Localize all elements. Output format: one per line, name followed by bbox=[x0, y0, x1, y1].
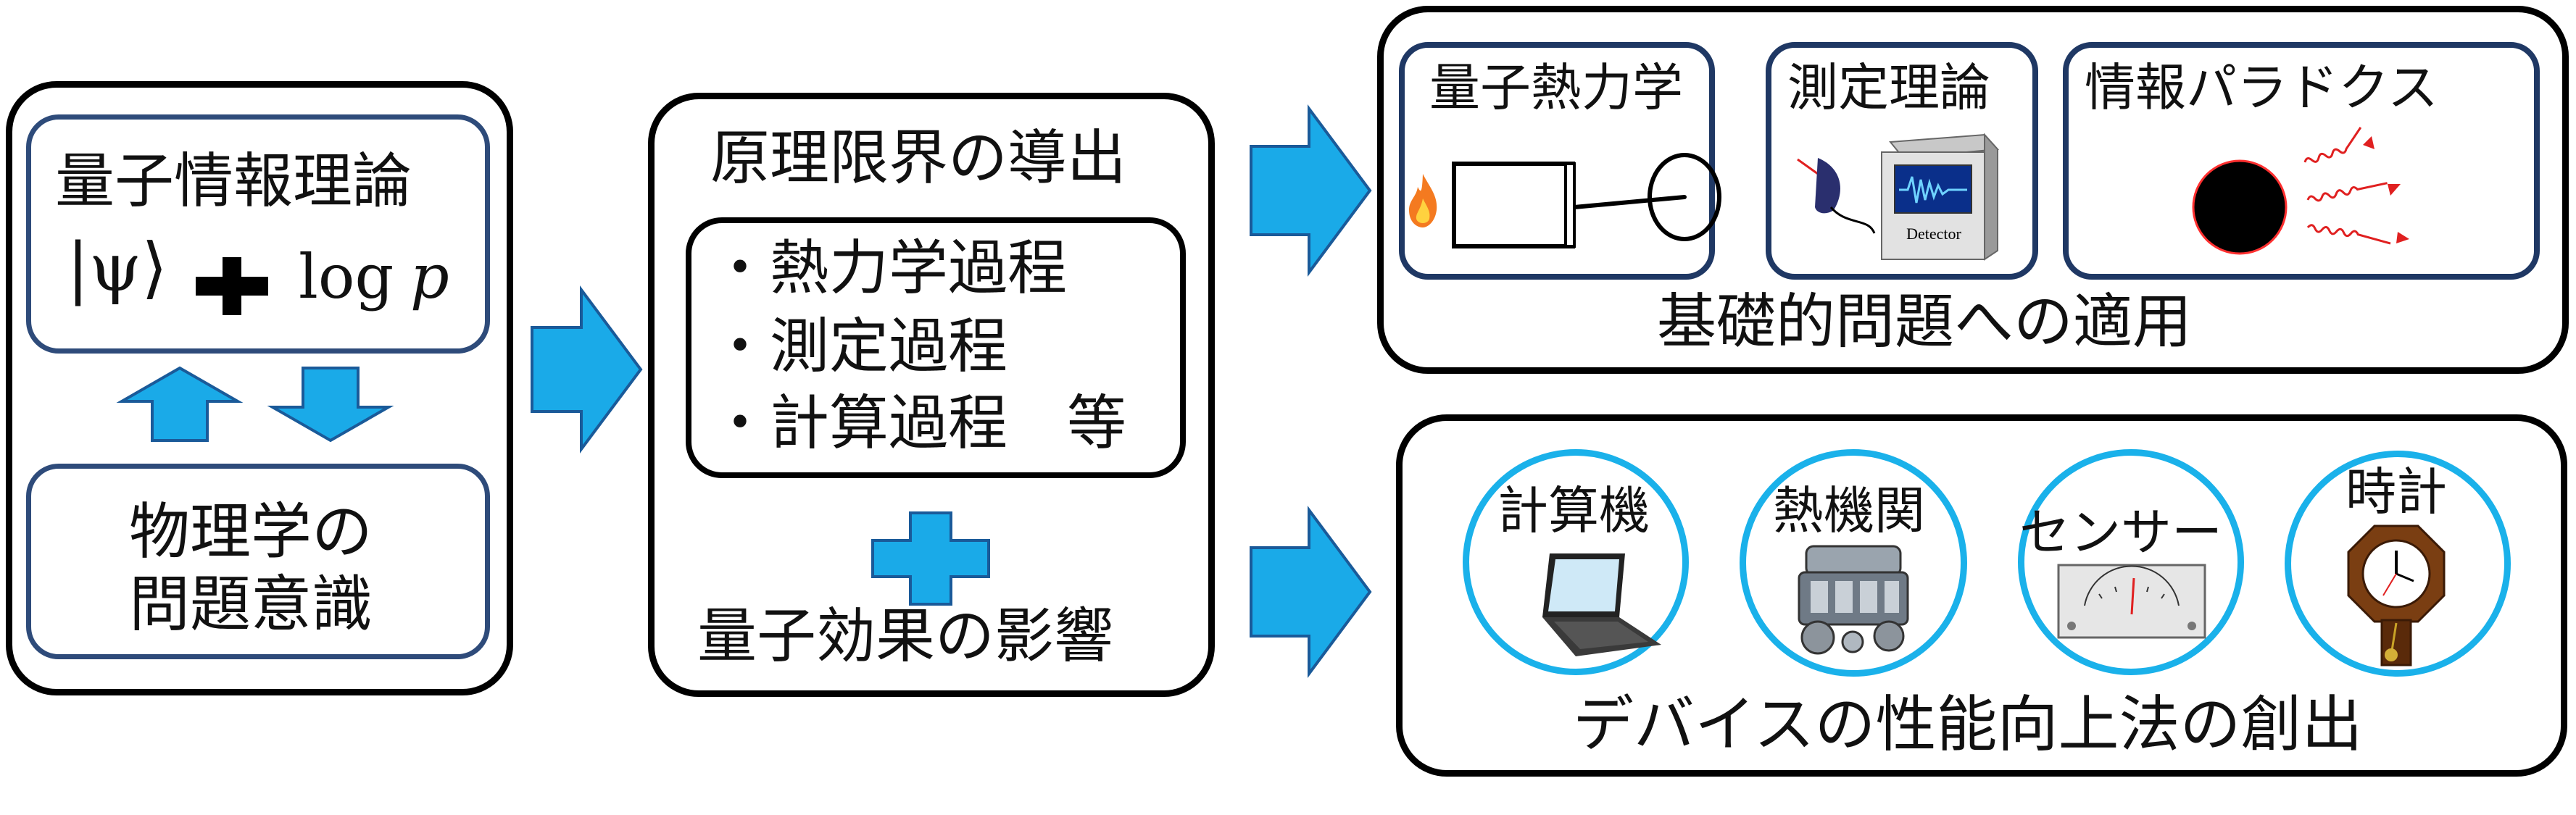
arrow-to-top-right bbox=[1250, 104, 1372, 277]
log-formula: log bbox=[299, 241, 394, 312]
info-paradox-title: 情報パラドクス bbox=[2085, 58, 2438, 117]
arrow-to-bottom-right bbox=[1250, 505, 1372, 679]
process-list-box bbox=[686, 217, 1186, 478]
quantum-info-theory-box bbox=[26, 114, 490, 354]
gauge-icon bbox=[2057, 564, 2206, 639]
p-formula: p bbox=[410, 241, 449, 312]
antenna-icon bbox=[1797, 158, 1876, 234]
physics-issues-line1: 物理学の bbox=[129, 496, 373, 567]
physics-issues-box bbox=[26, 464, 490, 659]
quantum-thermo-title: 量子熱力学 bbox=[1429, 58, 1683, 117]
info-paradox-card bbox=[2063, 42, 2540, 280]
process-item-thermo: ・熱力学過程 bbox=[710, 234, 1068, 303]
ket-psi-formula: |ψ⟩ bbox=[67, 229, 168, 306]
computer-label: 計算機 bbox=[1497, 481, 1650, 540]
clock-label: 時計 bbox=[2346, 462, 2447, 522]
heat-engine-label: 熱機関 bbox=[1773, 481, 1925, 540]
sensor-label: センサー bbox=[2019, 503, 2222, 562]
principle-limit-title: 原理限界の導出 bbox=[710, 124, 1127, 193]
arrow-to-middle bbox=[531, 285, 643, 454]
piston-icon bbox=[1452, 162, 1576, 248]
measurement-theory-title: 測定理論 bbox=[1787, 58, 1990, 117]
quantum-thermo-card bbox=[1399, 42, 1715, 280]
up-arrow bbox=[116, 366, 244, 442]
flame-icon bbox=[1409, 174, 1437, 227]
plus-icon bbox=[871, 511, 990, 606]
flywheel-icon bbox=[1574, 153, 1721, 241]
engine-icon bbox=[1798, 545, 1909, 655]
process-item-compute: ・計算過程 等 bbox=[710, 389, 1127, 458]
laptop-icon bbox=[1542, 553, 1661, 656]
process-item-measure: ・測定過程 bbox=[710, 312, 1008, 381]
quantum-effect-footer: 量子効果の影響 bbox=[697, 602, 1114, 671]
detector-label: Detector bbox=[1906, 225, 1961, 243]
pendulum-clock-icon bbox=[2347, 524, 2446, 666]
quantum-info-theory-title: 量子情報理論 bbox=[55, 147, 412, 216]
hawking-radiation-waves bbox=[2303, 127, 2409, 245]
black-hole-icon bbox=[2192, 159, 2288, 255]
fundamental-problems-caption: 基礎的問題への適用 bbox=[1657, 288, 2193, 356]
physics-issues-line2: 問題意識 bbox=[129, 569, 373, 640]
plus-icon bbox=[196, 257, 268, 315]
device-improvement-caption: デバイスの性能向上法の創出 bbox=[1573, 689, 2363, 760]
down-arrow bbox=[267, 367, 394, 443]
detector-icon: Detector bbox=[1881, 133, 2000, 261]
